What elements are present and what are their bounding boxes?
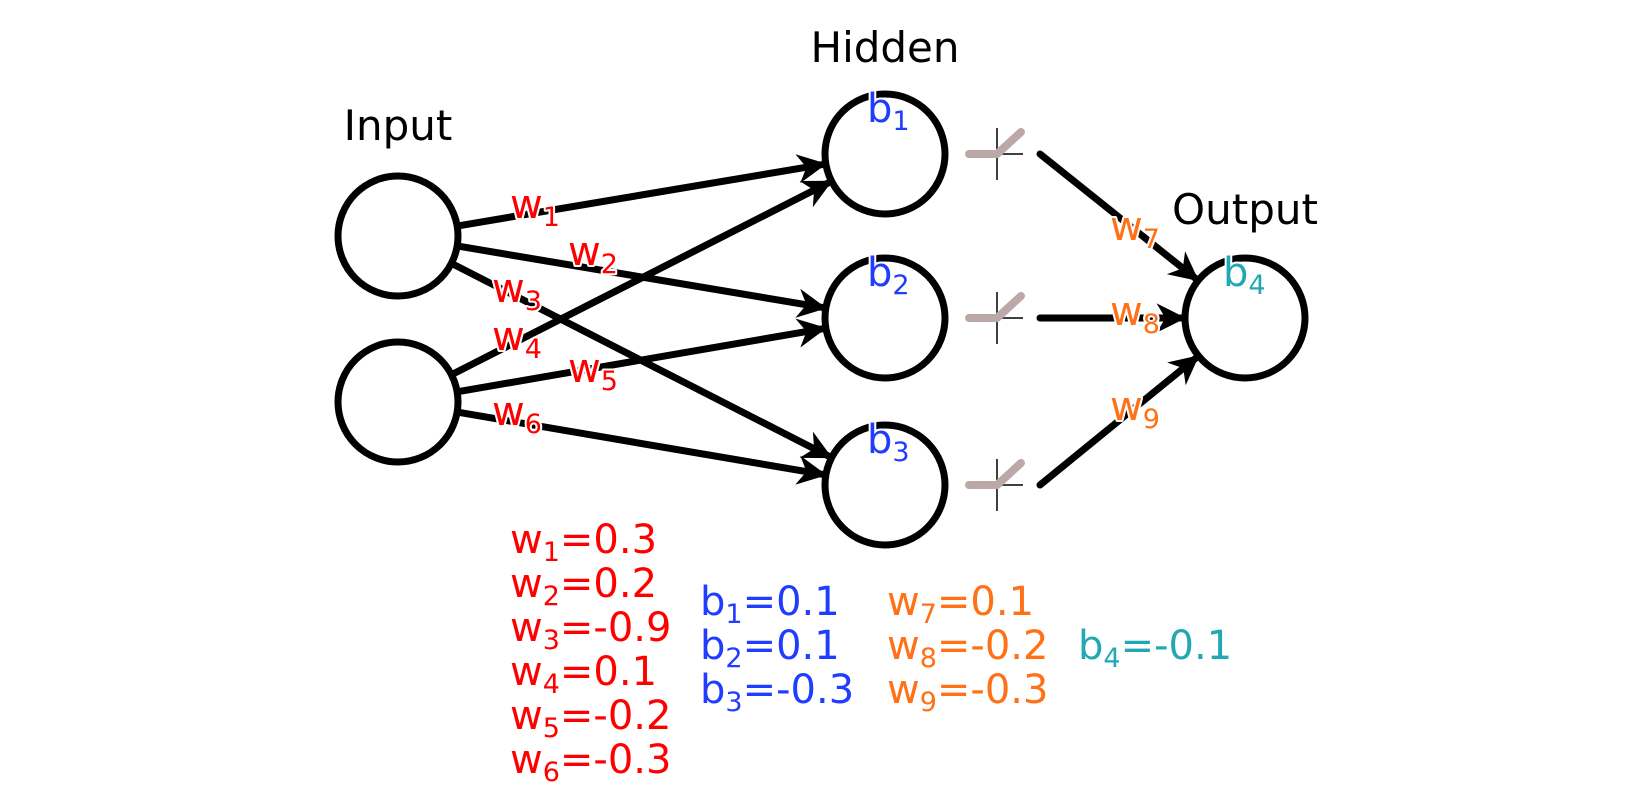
edge-weight-label: w2 xyxy=(568,229,618,280)
output-1-node xyxy=(1181,254,1309,382)
edge-weight-label: w8 xyxy=(1110,289,1160,340)
edge-weight-label: w7 xyxy=(1110,204,1160,255)
bias-label: b1 xyxy=(867,86,910,137)
input-layer-title: Input xyxy=(344,101,453,150)
hidden-bias-value: b2=0.1 xyxy=(700,623,840,674)
edge-weight-label: w1 xyxy=(510,182,560,233)
output-weight-value: w8=-0.2 xyxy=(887,623,1048,674)
edge-input-1-to-hidden-1 xyxy=(453,154,828,230)
hidden-layer-title: Hidden xyxy=(810,23,959,72)
input-weight-value: w4=0.1 xyxy=(510,649,657,700)
edge-input-2-to-hidden-3 xyxy=(453,408,828,485)
input-weight-value: w2=0.2 xyxy=(510,561,657,612)
edge-hidden-3-to-output-1 xyxy=(1036,353,1201,489)
edge-weight-label: w9 xyxy=(1110,384,1160,435)
input-weight-value: w5=-0.2 xyxy=(510,693,671,744)
edge-input-2-to-hidden-2 xyxy=(453,318,828,396)
hidden-3-node xyxy=(821,421,949,549)
hidden-1-node xyxy=(821,90,949,218)
input-weight-value: w3=-0.9 xyxy=(510,605,671,656)
relu-activation-icon xyxy=(965,292,1025,344)
edge-weight-label: w4 xyxy=(492,314,542,365)
edge-hidden-1-to-output-1 xyxy=(1036,150,1201,283)
relu-activation-icon xyxy=(965,128,1025,180)
output-weight-value: w9=-0.3 xyxy=(887,667,1048,718)
relu-activation-icon xyxy=(965,459,1025,511)
bias-label: b4 xyxy=(1223,250,1266,301)
hidden-bias-value: b1=0.1 xyxy=(700,579,840,630)
edge-input-2-to-hidden-1 xyxy=(447,178,834,379)
input-weight-value: w1=0.3 xyxy=(510,517,657,568)
hidden-bias-value: b3=-0.3 xyxy=(700,667,854,718)
edge-weight-label: w3 xyxy=(492,266,542,317)
input-1-node xyxy=(334,172,462,300)
edge-weight-label: w6 xyxy=(492,389,542,440)
edge-weight-label: w5 xyxy=(568,346,618,397)
bias-label: b2 xyxy=(867,250,910,301)
output-layer-title: Output xyxy=(1172,185,1318,234)
output-bias-value: b4=-0.1 xyxy=(1078,623,1232,674)
output-weight-value: w7=0.1 xyxy=(887,579,1034,630)
input-weight-value: w6=-0.3 xyxy=(510,737,671,788)
bias-label: b3 xyxy=(867,417,910,468)
hidden-2-node xyxy=(821,254,949,382)
input-2-node xyxy=(334,338,462,466)
